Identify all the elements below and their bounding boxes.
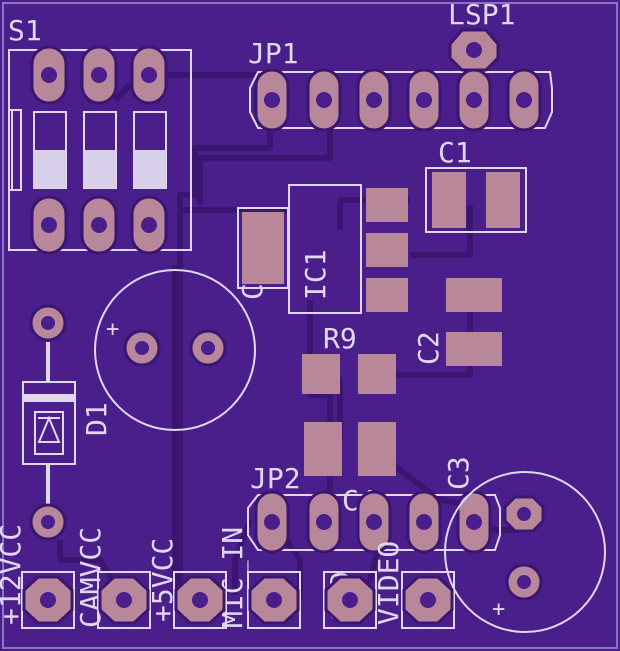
label-c1: C1: [438, 136, 472, 169]
label-lsp1: LSP1: [448, 0, 515, 31]
ic1-pad: [366, 278, 408, 312]
diode-d1: D1: [22, 304, 113, 541]
electrolytic-cap-c3: C3 +: [442, 456, 606, 633]
header-jp1: JP1: [248, 37, 553, 132]
capacitor-c1: C1: [425, 136, 527, 233]
switch-s1: S1: [8, 14, 192, 255]
ic-ic1: IC1: [288, 184, 408, 314]
resistor-r9: R9: [302, 322, 396, 394]
c4-pad: [358, 422, 396, 476]
capacitor-c5: C5: [236, 207, 289, 300]
c2-pad: [446, 332, 502, 366]
c1-pad: [432, 172, 466, 228]
c1-pad: [486, 172, 520, 228]
pad-lsp1: LSP1: [448, 0, 515, 72]
label-s1: S1: [8, 14, 42, 47]
label-d1: D1: [80, 402, 113, 436]
capacitor-c2: C2: [412, 278, 502, 366]
polarity-plus-left: +: [106, 317, 119, 342]
c5-pad: [242, 212, 284, 284]
c2-pad: [446, 278, 502, 312]
c4-pad: [304, 422, 342, 476]
label-jp1: JP1: [248, 37, 299, 70]
capacitor-c4: [304, 422, 396, 476]
label-c3: C3: [442, 456, 475, 490]
label-r9: R9: [323, 322, 357, 355]
label-video: VIDEO: [372, 541, 405, 625]
label-ic1: IC1: [299, 249, 332, 300]
ic1-pad: [366, 188, 408, 222]
ic1-pad: [366, 233, 408, 267]
electrolytic-cap-left: +: [94, 269, 256, 431]
header-jp2: JP2 C4: [247, 462, 501, 554]
label-c2: C2: [412, 331, 445, 365]
r9-pad: [302, 354, 340, 394]
bottom-connectors: [21, 571, 455, 629]
label-jp2: JP2: [250, 462, 301, 495]
dip-toggles: [33, 111, 167, 189]
r9-pad: [358, 354, 396, 394]
polarity-plus-c3: +: [492, 597, 505, 622]
